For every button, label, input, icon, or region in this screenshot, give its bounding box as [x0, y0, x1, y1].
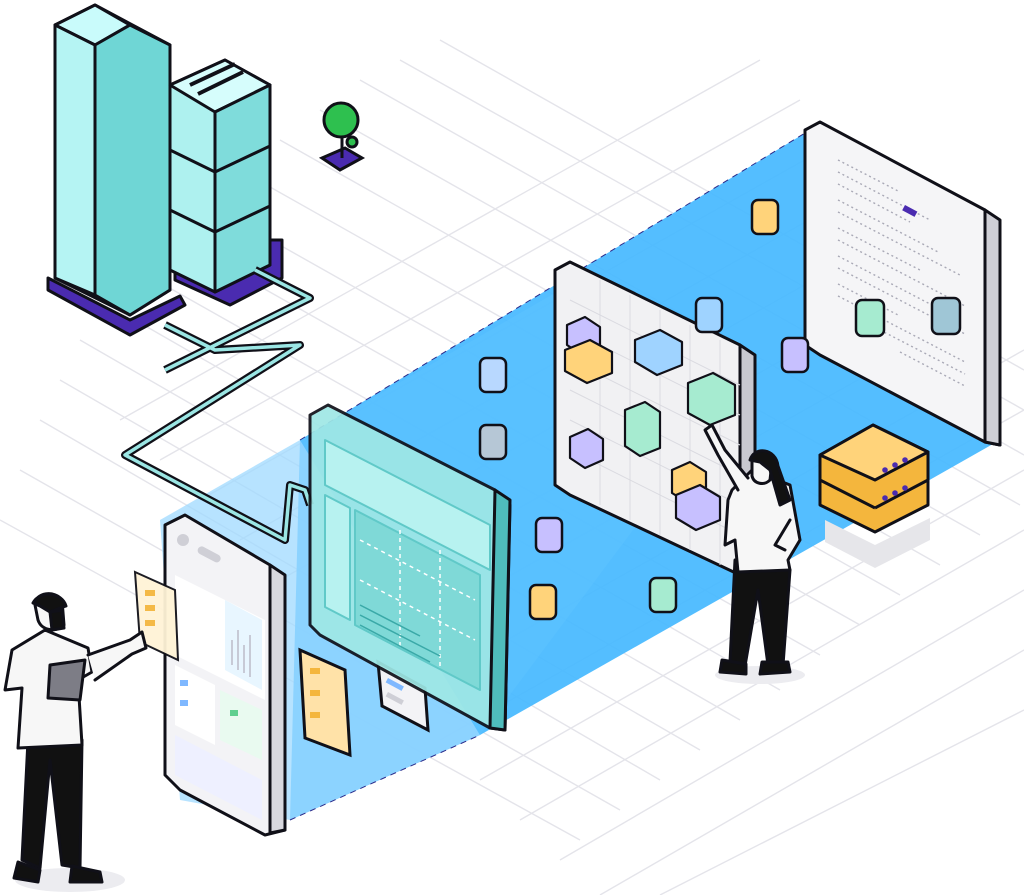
- document-panel: [803, 120, 1002, 447]
- wireframe-panel: [308, 403, 512, 732]
- person-pointing-icon: [703, 423, 805, 684]
- database-icon: [818, 423, 930, 568]
- connection-pipe: [121, 266, 314, 544]
- server-rack-icon: [168, 58, 284, 307]
- floating-card: [133, 570, 180, 662]
- mobile-app-panel: [163, 513, 287, 837]
- floating-tile: [478, 198, 962, 621]
- floating-card: [298, 647, 352, 758]
- tree-icon: [318, 101, 366, 172]
- server-tower-icon: [46, 3, 187, 337]
- building-block-icon: [563, 315, 737, 532]
- person-with-tablet-icon: [3, 592, 148, 892]
